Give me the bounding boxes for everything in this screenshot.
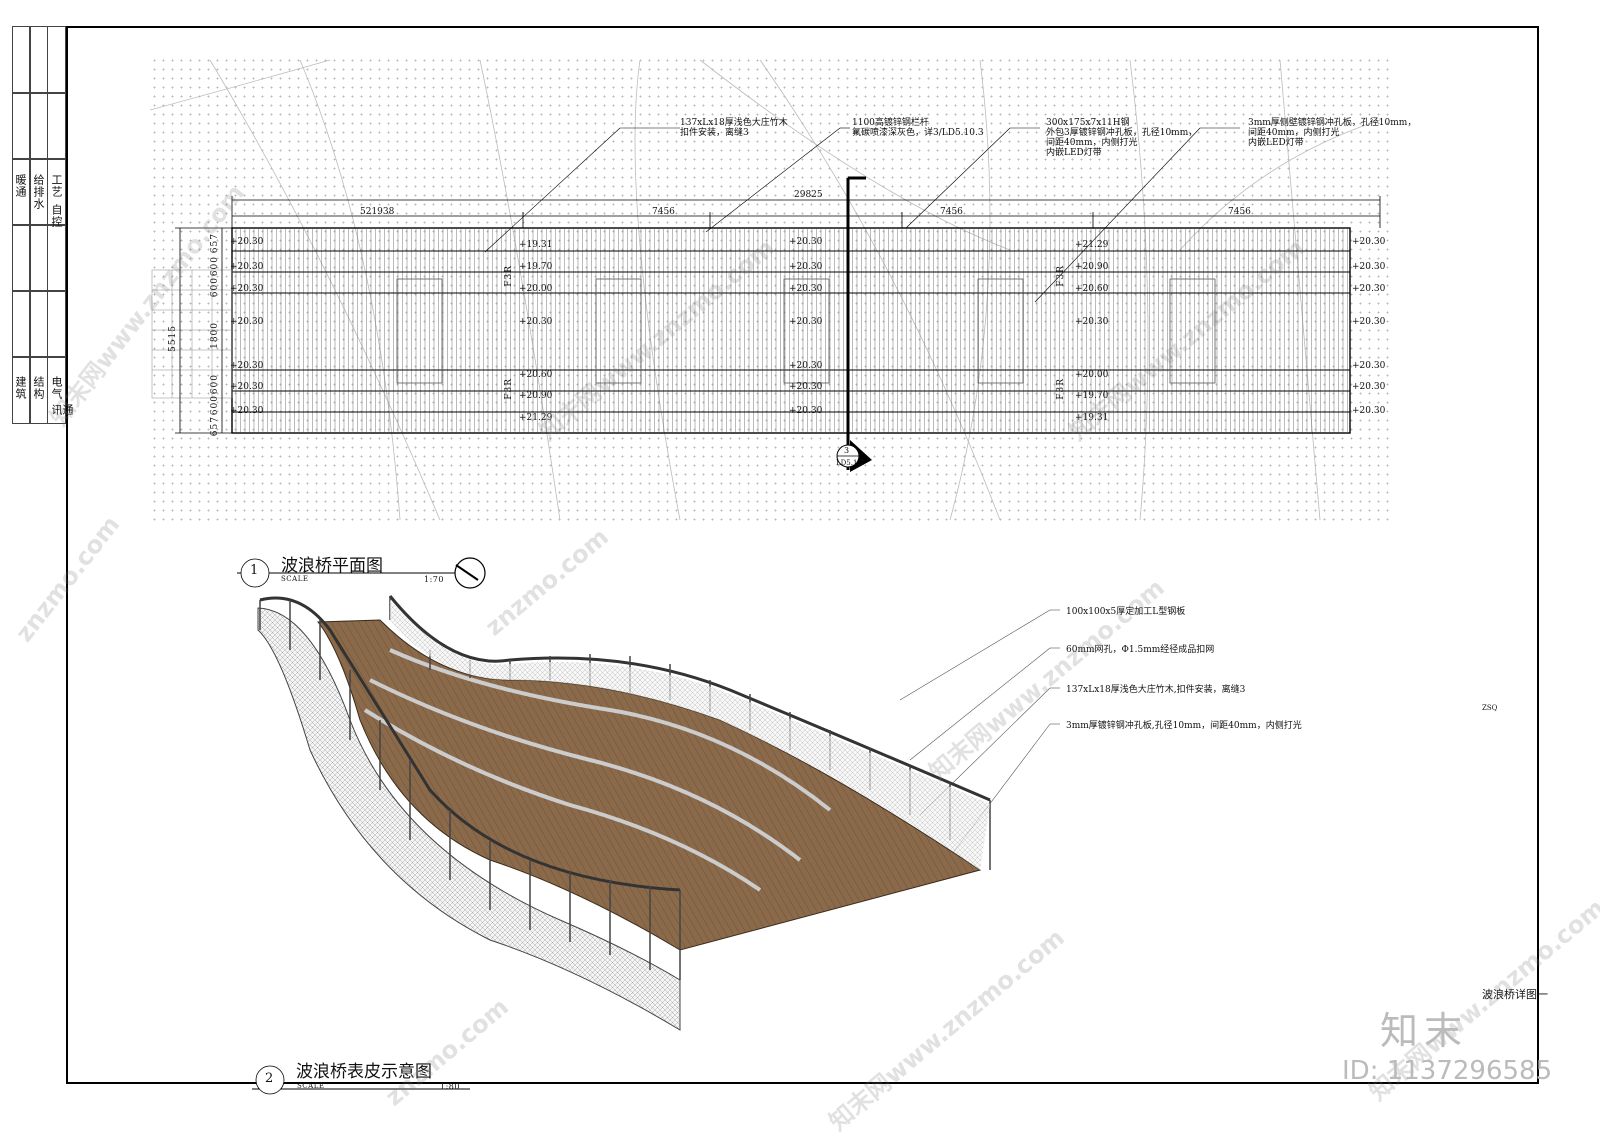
level-mark: +20.30 <box>1075 317 1109 327</box>
level-mark: +20.90 <box>519 391 553 401</box>
level-mark: +21.29 <box>519 413 553 423</box>
level-mark: +20.30 <box>1352 284 1386 294</box>
row-dimension: 600 <box>210 374 220 395</box>
discipline-label: 结构 <box>32 376 45 400</box>
discipline-label: 电气 <box>50 376 63 400</box>
drawing-frame <box>66 26 1539 1084</box>
scale-label: SCALE <box>297 1082 325 1090</box>
render-callout: 100x100x5厚定加工L型钢板 <box>1066 607 1186 617</box>
level-mark: +20.60 <box>1075 284 1109 294</box>
row-dimension: 600 <box>210 395 220 416</box>
level-mark: +20.30 <box>789 382 823 392</box>
level-mark: +19.31 <box>1075 413 1109 423</box>
level-mark: +19.70 <box>1075 391 1109 401</box>
view-title: 波浪桥平面图 <box>281 556 383 576</box>
level-mark: +20.30 <box>230 361 264 371</box>
discipline-label: 工艺 <box>50 174 63 198</box>
level-mark: +20.30 <box>1352 361 1386 371</box>
discipline-label: 自控 <box>50 204 63 228</box>
level-mark: +21.29 <box>1075 240 1109 250</box>
level-mark: +20.30 <box>230 237 264 247</box>
brand-logo: 知末 <box>1380 1009 1469 1053</box>
level-mark: +20.30 <box>1352 262 1386 272</box>
plan-callout: 300x175x7x11H钢 外包3厚镀锌钢冲孔板，孔径10mm， 间距40mm… <box>1046 118 1198 158</box>
discipline-label: 暖通 <box>14 174 27 198</box>
side-mark: ZSQ <box>1482 704 1498 712</box>
level-mark: +20.30 <box>230 317 264 327</box>
span-dimension: 7456 <box>940 207 963 217</box>
level-mark: +20.30 <box>789 317 823 327</box>
render-callout: 60mm网孔，Φ1.5mm经径成品扣网 <box>1066 645 1215 655</box>
row-dimension: 600 <box>210 277 220 298</box>
slope-mark: F3R <box>1056 378 1066 400</box>
level-mark: +20.30 <box>1352 382 1386 392</box>
slope-mark: F3R <box>504 265 514 287</box>
plan-callout: 3mm厚侧壁镀锌钢冲孔板，孔径10mm， 间距40mm，内侧打光 内嵌LED灯带 <box>1248 118 1417 148</box>
level-mark: +20.30 <box>230 406 264 416</box>
sheet-title: 波浪桥详图一 <box>1482 988 1548 1001</box>
level-mark: +20.30 <box>1352 406 1386 416</box>
level-mark: +20.30 <box>230 382 264 392</box>
level-mark: +20.30 <box>789 361 823 371</box>
level-mark: +20.00 <box>519 284 553 294</box>
discipline-label: 通讯 <box>50 404 74 416</box>
render-callout: 137xLx18厚浅色大庄竹木,扣件安装，离缝3 <box>1066 685 1246 695</box>
view-title: 波浪桥表皮示意图 <box>296 1062 432 1082</box>
slope-mark: F3R <box>504 378 514 400</box>
plan-callout: 1100高镀锌钢栏杆 氟碳喷漆深灰色，详3/LD5.10.3 <box>852 118 984 138</box>
level-mark: +20.60 <box>519 370 553 380</box>
level-mark: +20.00 <box>1075 370 1109 380</box>
row-dimension: 657 <box>210 416 220 437</box>
scale-label: SCALE <box>281 575 309 583</box>
plan-background <box>150 56 1390 522</box>
section-number: 3 <box>844 446 850 455</box>
discipline-strip: 暖通 给排水 工艺 自控 建筑 结构 电气 通讯 <box>12 26 74 424</box>
span-dimension: 521938 <box>360 207 395 217</box>
level-mark: +20.30 <box>230 284 264 294</box>
level-mark: +20.30 <box>789 262 823 272</box>
level-mark: +20.30 <box>789 237 823 247</box>
level-mark: +20.30 <box>1352 317 1386 327</box>
bridge-render <box>257 595 991 1031</box>
span-dimension: 7456 <box>1228 207 1251 217</box>
image-id: ID: 1137296585 <box>1342 1056 1553 1086</box>
row-dimension: 1800 <box>210 322 220 349</box>
discipline-label: 建筑 <box>14 376 27 400</box>
scale-value: 1:80 <box>440 1082 460 1091</box>
span-dimension: 7456 <box>652 207 675 217</box>
discipline-label: 给排水 <box>32 174 45 210</box>
level-mark: +20.30 <box>1352 237 1386 247</box>
level-mark: +19.31 <box>519 240 553 250</box>
level-mark: +20.30 <box>519 317 553 327</box>
level-mark: +20.90 <box>1075 262 1109 272</box>
level-mark: +20.30 <box>230 262 264 272</box>
level-mark: +20.30 <box>789 284 823 294</box>
level-mark: +19.70 <box>519 262 553 272</box>
row-dimension: 600 <box>210 256 220 277</box>
total-dimension: 29825 <box>794 190 823 200</box>
section-ref: LD5.1.2 <box>836 459 865 467</box>
view-number: 1 <box>250 563 259 578</box>
slope-mark: F3R <box>1056 265 1066 287</box>
render-callout: 3mm厚镀锌钢冲孔板,孔径10mm，间距40mm，内侧打光 <box>1066 721 1302 731</box>
level-mark: +20.30 <box>789 406 823 416</box>
scale-value: 1:70 <box>424 575 444 584</box>
view-number: 2 <box>265 1071 274 1086</box>
plan-callout: 137xLx18厚浅色大庄竹木 扣件安装，离缝3 <box>680 118 788 138</box>
overall-width: 5515 <box>168 325 178 352</box>
